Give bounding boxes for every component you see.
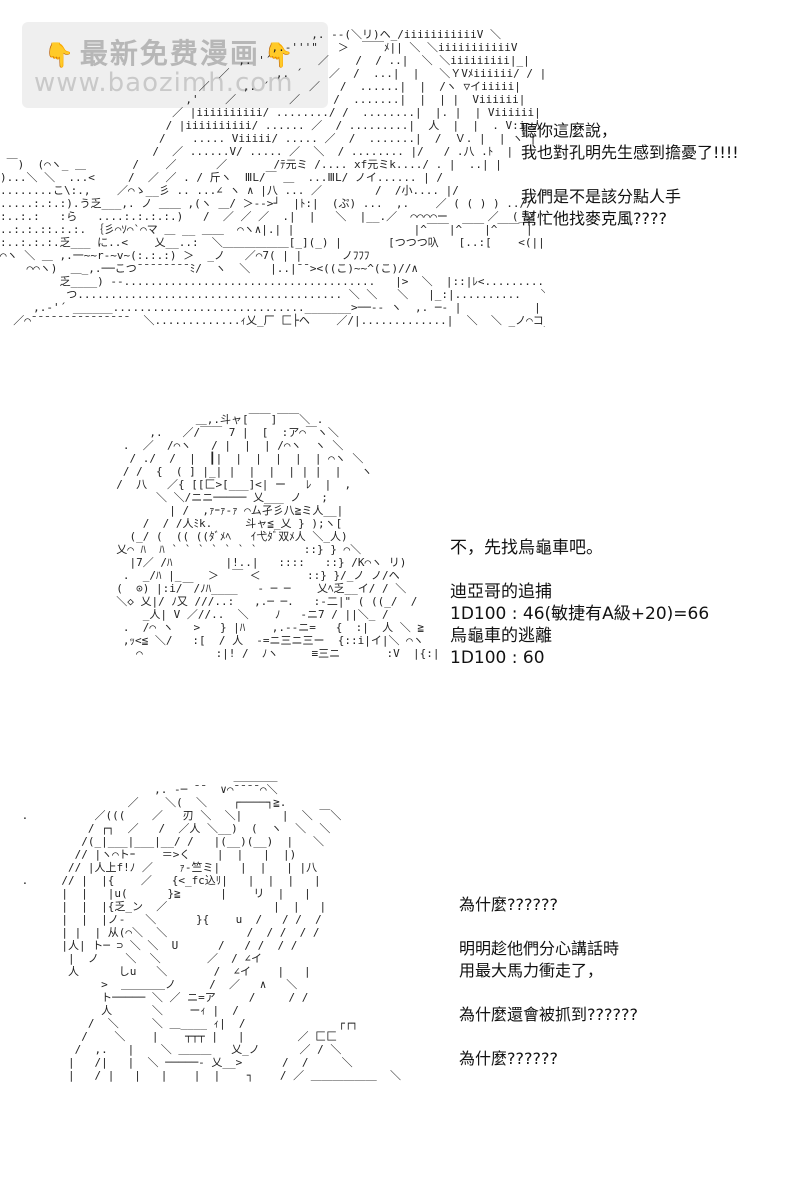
panel-3: ＿＿＿＿ ,. -─ ¯¯ ∨⌒¯¯¯¯⌒＼ ／ ＼( ＼ ┌────┐≧. .… bbox=[0, 765, 800, 1195]
dialogue-line: 為什麼?????? bbox=[459, 1049, 558, 1068]
dialogue-line: 我也對孔明先生感到擔憂了!!!! bbox=[521, 143, 739, 162]
dialogue-box-2: 不，先找烏龜車吧。 迪亞哥的追捕 1D100 : 46(敏捷有A級+20)=66… bbox=[450, 537, 709, 669]
dialogue-box-3: 為什麼?????? 明明趁他們分心講話時 用最大馬力衝走了， 為什麼還會被抓到?… bbox=[459, 894, 638, 1070]
watermark-url: www.baozimh.com bbox=[34, 68, 294, 98]
dice-roll-line: 1D100 : 60 bbox=[450, 648, 545, 668]
dialogue-line: 烏龜車的逃離 bbox=[450, 626, 552, 646]
dialogue-line: 明明趁他們分心講話時 bbox=[459, 939, 620, 958]
dialogue-line: 迪亞哥的追捕 bbox=[450, 582, 552, 602]
ascii-art-character-closeup: ＿＿＿＿ ,. -─ ¯¯ ∨⌒¯¯¯¯⌒＼ ／ ＼( ＼ ┌────┐≧. .… bbox=[21, 770, 402, 1082]
dialogue-spacer bbox=[459, 982, 638, 1004]
panel-1: ,. -‐(＼リ)ヘ_/iiiiiiiiiiiV ＼ ,.-'''" ＞ ￣￣ﾒ… bbox=[0, 0, 800, 385]
dialogue-line: 不，先找烏龜車吧。 bbox=[450, 538, 603, 558]
dialogue-box-1: 聽你這麼說， 我也對孔明先生感到擔憂了!!!! 我們是不是該分點人手 幫忙他找麥… bbox=[521, 120, 739, 230]
dialogue-line: 用最大馬力衝走了， bbox=[459, 961, 604, 980]
watermark-banner bbox=[22, 22, 328, 108]
hand-pointer-icon: 👇 bbox=[263, 41, 296, 69]
dialogue-line: 幫忙他找麥克風???? bbox=[521, 209, 667, 228]
dialogue-line: 聽你這麼說， bbox=[521, 121, 618, 140]
watermark-title-text: 最新免费漫画 bbox=[79, 37, 260, 70]
watermark-title: 👇最新免费漫画👇 bbox=[40, 32, 300, 72]
ascii-art-scene-1: ,. -‐(＼リ)ヘ_/iiiiiiiiiiiV ＼ ,.-'''" ＞ ￣￣ﾒ… bbox=[0, 28, 545, 327]
dialogue-line: 為什麼還會被抓到?????? bbox=[459, 1005, 638, 1024]
dialogue-line: 為什麼?????? bbox=[459, 895, 558, 914]
hand-pointer-icon: 👇 bbox=[44, 41, 76, 69]
dialogue-spacer bbox=[521, 164, 739, 186]
dialogue-line: 我們是不是該分點人手 bbox=[521, 187, 682, 206]
ascii-art-character-portrait: ＿,.斗ャ[￣￣]￣￣＼ . ,. ／/￣￣ 7 | [ :ア⌒￣ヽ＼ . ／ … bbox=[116, 413, 440, 660]
dice-roll-line: 1D100 : 46(敏捷有A級+20)=66 bbox=[450, 604, 710, 624]
dialogue-spacer bbox=[459, 916, 638, 938]
dialogue-spacer bbox=[450, 559, 709, 581]
dialogue-spacer bbox=[459, 1026, 638, 1048]
panel-2: ＿,.斗ャ[￣￣]￣￣＼ . ,. ／/￣￣ 7 | [ :ア⌒￣ヽ＼ . ／ … bbox=[0, 395, 800, 755]
